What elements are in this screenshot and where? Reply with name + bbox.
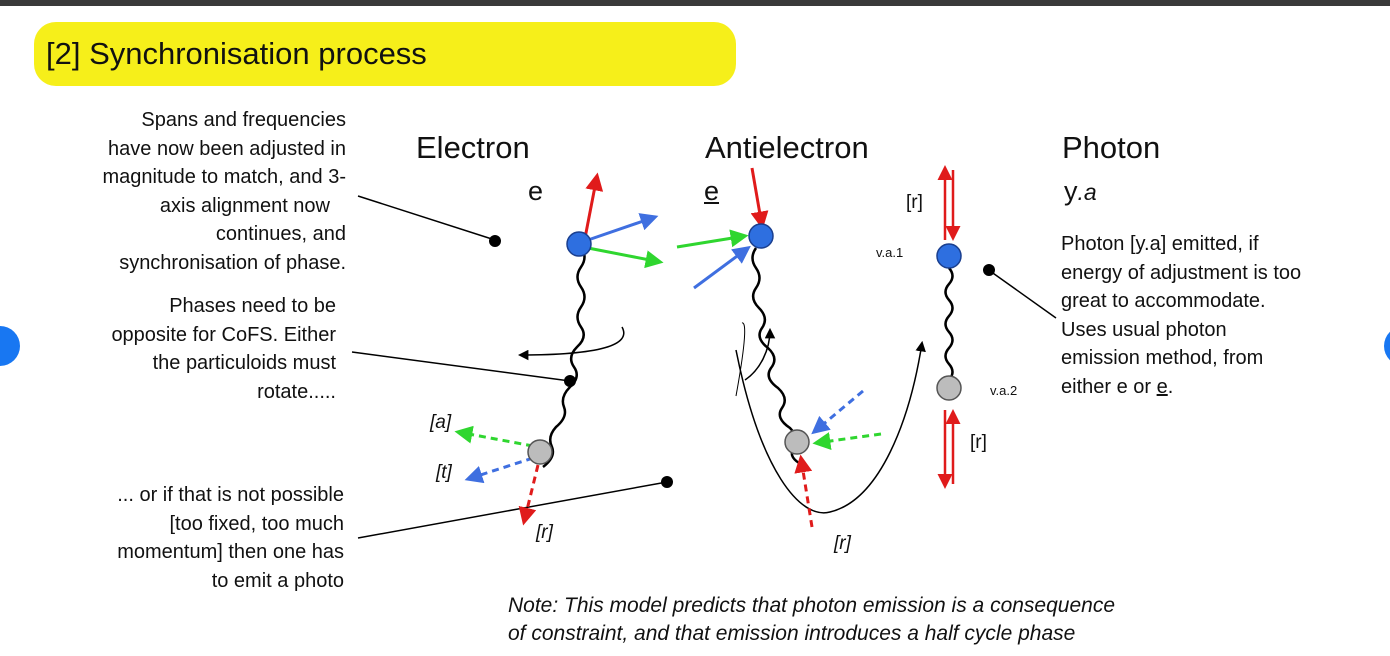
electron-header: Electron [416, 130, 530, 165]
spans-line: synchronisation of phase. [119, 251, 346, 274]
spans-line: Spans and frequencies [141, 109, 346, 131]
leader-dot-photon [983, 264, 995, 276]
photon-line: Photon [y.a] emitted, if [1061, 233, 1259, 255]
emit-line: to emit a photo [211, 569, 344, 592]
spans-line: axis alignment now [159, 194, 330, 217]
leader-line-spans [357, 195, 496, 241]
photon-top-particle [936, 243, 962, 269]
electron-wave [542, 246, 586, 468]
antielectron-bottom-particle [784, 429, 810, 455]
phases-line: rotate..... [257, 380, 336, 403]
leader-line-emit [357, 481, 668, 539]
antielectron-swing-arrow [735, 340, 926, 514]
electron-symbol: e [528, 176, 544, 206]
leader-line-phases [351, 351, 571, 382]
phases-line: the particuloids must [152, 352, 336, 374]
label-r-electron: [r] [536, 522, 553, 543]
phases-line: Phases need to be [169, 295, 336, 317]
photon-last-prefix: either e or [1061, 375, 1157, 398]
antielectron-dashed-blue-arrow [811, 389, 864, 435]
title-highlight [34, 22, 736, 86]
photon-header: Photon [1062, 130, 1161, 165]
photon-line-last: either e or e. [1061, 373, 1301, 402]
spans-annotation: Spans and frequencies have now been adju… [103, 106, 346, 277]
antielectron-dashed-green-arrow [812, 432, 882, 450]
electron-blue-arrow [587, 213, 659, 242]
antielectron-green-arrow [676, 229, 749, 249]
emit-line: ... or if that is not possible [117, 484, 344, 506]
leader-line-photon [989, 270, 1057, 319]
label-r-photon-bottom: [r] [970, 432, 987, 453]
emit-annotation: ... or if that is not possible [too fixe… [117, 481, 344, 595]
photon-line: emission method, from [1061, 347, 1264, 369]
note-line: of constraint, and that emission introdu… [508, 622, 1076, 645]
note: Note: This model predicts that photon em… [508, 592, 1115, 648]
photon-symbol-a: .a [1077, 179, 1097, 205]
antielectron-top-particle [748, 223, 774, 249]
photon-symbol-y: y [1064, 176, 1078, 206]
leader-dot-emit [661, 476, 673, 488]
photon-line: energy of adjustment is too [1061, 261, 1302, 284]
spans-line: magnitude to match, and 3- [102, 166, 346, 188]
electron-top-particle [566, 231, 592, 257]
phases-annotation: Phases need to be opposite for CoFS. Eit… [111, 292, 336, 406]
electron-bottom-particle [527, 439, 553, 465]
antielectron-header: Antielectron [705, 130, 869, 165]
photon-line: great to accommodate. [1061, 290, 1266, 312]
electron-dashed-green-arrow [454, 425, 534, 448]
phases-line: opposite for CoFS. Either [111, 323, 336, 346]
label-r-antielectron: [r] [834, 533, 851, 554]
photon-line: Uses usual photon [1061, 318, 1227, 341]
electron-rotation-arrow [517, 326, 625, 361]
antielectron-symbol: e [704, 176, 720, 206]
spans-line: have now been adjusted in [108, 137, 346, 160]
photon-last-e: e [1156, 375, 1168, 398]
emit-line: momentum] then one has [117, 541, 344, 563]
label-va1: v.a.1 [876, 245, 904, 260]
next-slide-button[interactable] [1384, 326, 1390, 366]
emit-line: [too fixed, too much [169, 512, 344, 535]
top-bar [0, 0, 1390, 6]
electron-dashed-blue-arrow [464, 456, 534, 484]
antielectron-wave [751, 247, 800, 465]
antielectron-left-curve [735, 322, 746, 397]
photon-wave [944, 267, 954, 390]
label-r-photon-top: [r] [906, 192, 923, 213]
spans-line: continues, and [215, 223, 346, 245]
photon-symbol: y.a [1064, 176, 1097, 207]
antielectron-dashed-red-arrow [794, 454, 814, 528]
label-va2: v.a.2 [990, 383, 1018, 398]
leader-dot-spans [489, 235, 501, 247]
photon-bottom-particle [936, 375, 962, 401]
antielectron-rotation-arrow [744, 327, 776, 381]
label-a: [a] [430, 412, 452, 433]
electron-green-arrow [587, 246, 664, 269]
prev-slide-button[interactable] [0, 326, 20, 366]
slide-title: [2] Synchronisation process [46, 36, 427, 71]
note-line: Note: This model predicts that photon em… [508, 594, 1116, 617]
antielectron-red-arrow [750, 167, 769, 230]
label-t: [t] [436, 462, 452, 483]
photon-annotation: Photon [y.a] emitted, if energy of adjus… [1061, 230, 1301, 401]
antielectron-blue-arrow [693, 245, 751, 290]
electron-dashed-red-arrow [518, 464, 540, 526]
electron-red-arrow [583, 172, 604, 239]
photon-last-suffix: . [1167, 375, 1174, 398]
